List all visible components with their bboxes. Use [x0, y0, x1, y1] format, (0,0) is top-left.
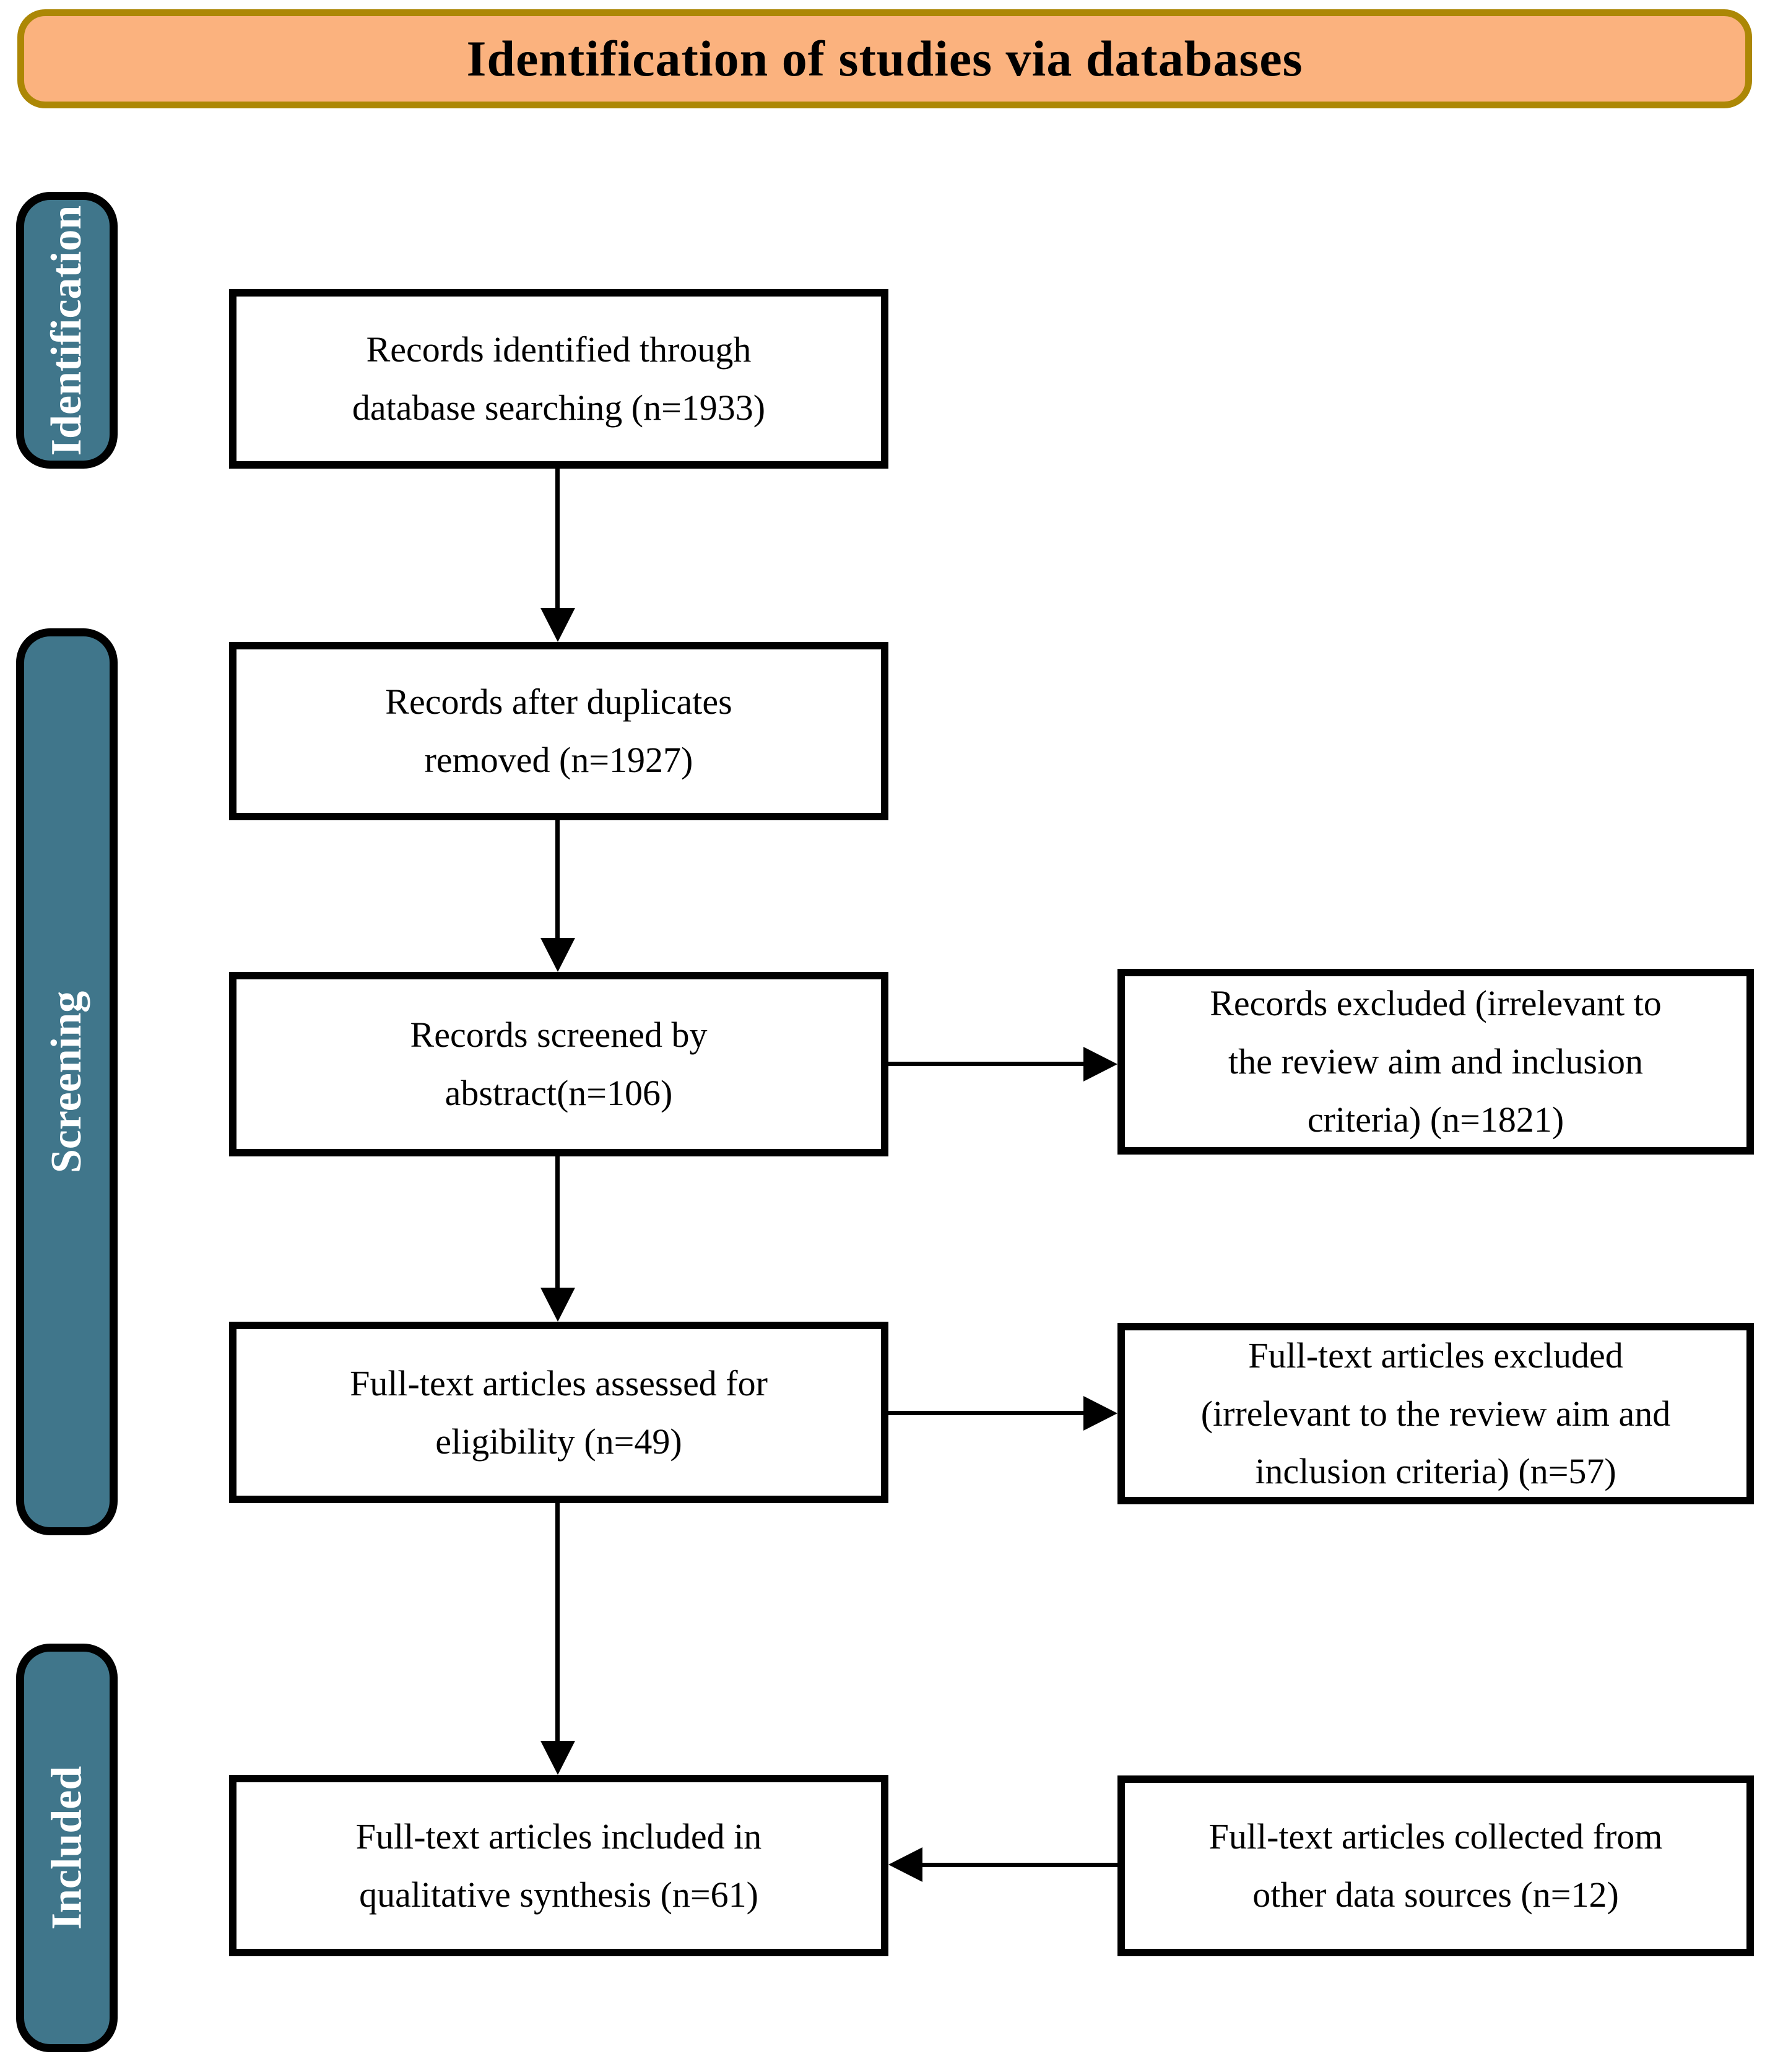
arrow-line: [555, 1503, 560, 1741]
box-text: Records screened by abstract(n=106): [410, 1015, 708, 1113]
box-text: Full-text articles collected from other …: [1208, 1816, 1663, 1915]
arrow-line: [888, 1062, 1083, 1066]
arrow-line: [555, 469, 560, 608]
stage-label-screening: Screening: [16, 628, 118, 1535]
box-text: Full-text articles included in qualitati…: [355, 1816, 762, 1915]
arrow-line: [922, 1863, 1117, 1867]
box-text: Full-text articles excluded (irrelevant …: [1200, 1335, 1671, 1492]
arrow-head-right: [1083, 1396, 1117, 1431]
arrow-line: [555, 1156, 560, 1288]
box-fulltext-included: Full-text articles included in qualitati…: [229, 1775, 888, 1956]
arrow-head-down: [540, 938, 575, 972]
title-banner: Identification of studies via databases: [17, 9, 1752, 108]
box-records-screened: Records screened by abstract(n=106): [229, 972, 888, 1156]
stage-label-identification: Identification: [16, 192, 118, 469]
arrow-head-down: [540, 1741, 575, 1775]
box-fulltext-excluded: Full-text articles excluded (irrelevant …: [1117, 1323, 1754, 1504]
arrow-line: [555, 820, 560, 938]
stage-label-text: Included: [43, 1766, 90, 1930]
box-text: Records identified through database sear…: [352, 329, 766, 428]
box-records-deduplicated: Records after duplicates removed (n=1927…: [229, 642, 888, 820]
arrow-head-right: [1083, 1047, 1117, 1082]
arrow-head-left: [888, 1847, 922, 1882]
diagram-title: Identification of studies via databases: [466, 30, 1303, 87]
stage-label-included: Included: [16, 1644, 118, 2052]
arrow-head-down: [540, 1288, 575, 1322]
box-fulltext-assessed: Full-text articles assessed for eligibil…: [229, 1322, 888, 1503]
box-text: Full-text articles assessed for eligibil…: [350, 1363, 768, 1462]
stage-label-text: Identification: [43, 205, 91, 456]
arrow-line: [888, 1411, 1083, 1415]
box-text: Records after duplicates removed (n=1927…: [385, 682, 732, 780]
box-other-data-sources: Full-text articles collected from other …: [1117, 1775, 1754, 1956]
arrow-head-down: [540, 608, 575, 642]
stage-label-text: Screening: [43, 990, 91, 1173]
box-text: Records excluded (irrelevant to the revi…: [1210, 983, 1662, 1140]
box-records-excluded: Records excluded (irrelevant to the revi…: [1117, 969, 1754, 1155]
box-records-identified: Records identified through database sear…: [229, 289, 888, 469]
